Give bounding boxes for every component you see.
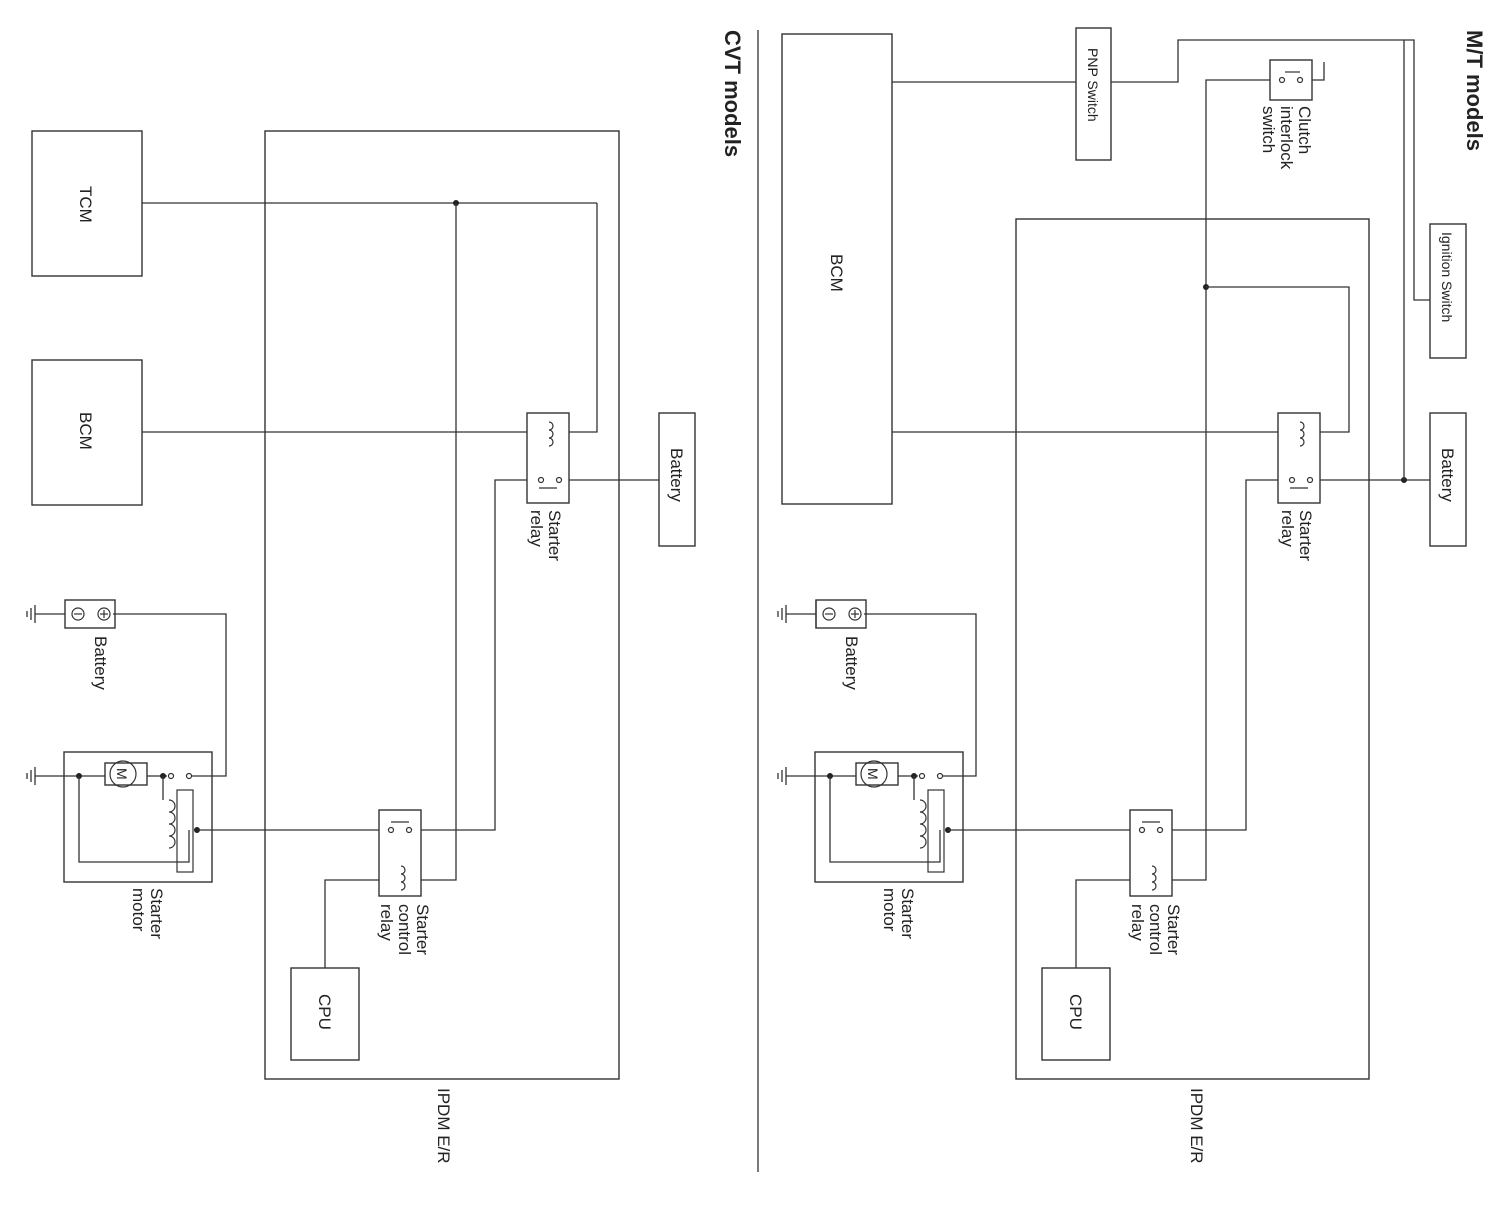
- cvt-cpu-label: CPU: [315, 994, 334, 1030]
- cvt-battery-top-label: Battery: [667, 448, 686, 502]
- cvt-tcm-box: [31, 130, 143, 277]
- mt-starter-relay-label-1: Starter: [1296, 510, 1315, 561]
- mt-ignition-switch-box: [1429, 223, 1467, 359]
- cvt-starter-relay-label-2: relay: [527, 510, 546, 547]
- cvt-diagram: IPDM E/R TCM BCM Battery Starter relay S…: [26, 130, 696, 1164]
- mt-scr-label-2: control: [1146, 904, 1165, 955]
- plus-glyph: +: [0, 0, 8, 3]
- mt-clutch-label-3: switch: [1259, 106, 1278, 153]
- cvt-starter-relay-box: [526, 412, 570, 504]
- mt-bcm-box: [781, 33, 893, 505]
- cvt-scr-label-1: Starter: [413, 904, 432, 955]
- mt-starter-relay-box: [1277, 412, 1321, 504]
- cvt-ipdm-box: [264, 130, 620, 1080]
- cvt-starter-relay-label-1: Starter: [545, 510, 564, 561]
- mt-clutch-label-2: interlock: [1277, 106, 1296, 170]
- cvt-scr-label-3: relay: [377, 904, 396, 941]
- mt-motor-symbol: M: [865, 768, 881, 780]
- mt-ignition-switch-label: Ignition Switch: [1439, 232, 1455, 322]
- cvt-motor-symbol: M: [114, 768, 130, 780]
- mt-clutch-label-1: Clutch: [1295, 106, 1314, 154]
- mt-battery-top-label: Battery: [1438, 448, 1457, 502]
- mt-motor-label-1: Starter: [898, 888, 917, 939]
- mt-scr-label-1: Starter: [1164, 904, 1183, 955]
- mt-battery-top-box: [1429, 412, 1467, 547]
- mt-models-title: M/T models: [1462, 30, 1487, 151]
- mt-scr-label-3: relay: [1128, 904, 1147, 941]
- mt-starter-control-relay-box: [1129, 809, 1173, 897]
- cvt-bcm-box: [31, 359, 143, 506]
- mt-pnp-switch-label: PNP Switch: [1085, 48, 1101, 122]
- mt-cpu-box: [1041, 967, 1111, 1061]
- cvt-motor-label-1: Starter: [147, 888, 166, 939]
- cvt-models-title: CVT models: [720, 30, 745, 157]
- mt-motor-label-2: motor: [880, 888, 899, 932]
- mt-bcm-label: BCM: [827, 254, 846, 292]
- cvt-ipdm-label: IPDM E/R: [434, 1088, 453, 1164]
- cvt-scr-label-2: control: [395, 904, 414, 955]
- mt-pnp-switch-box: [1075, 27, 1112, 161]
- mt-battery-bottom-label: Battery: [842, 636, 861, 690]
- cvt-bcm-label: BCM: [76, 412, 95, 450]
- cvt-tcm-label: TCM: [76, 186, 95, 223]
- mt-cpu-label: CPU: [1066, 994, 1085, 1030]
- mt-diagram: IPDM E/R BCM PNP Switch Ignition Switch …: [777, 27, 1467, 1164]
- cvt-battery-top-box: [658, 412, 696, 547]
- cvt-starter-control-relay-box: [378, 809, 422, 897]
- minus-glyph: −: [0, 0, 8, 3]
- mt-ipdm-label: IPDM E/R: [1187, 1088, 1206, 1164]
- cvt-motor-label-2: motor: [129, 888, 148, 932]
- cvt-battery-bottom-label: Battery: [91, 636, 110, 690]
- mt-clutch-switch-box: [1269, 59, 1313, 101]
- mt-starter-relay-label-2: relay: [1278, 510, 1297, 547]
- mt-ipdm-box: [1015, 218, 1370, 1080]
